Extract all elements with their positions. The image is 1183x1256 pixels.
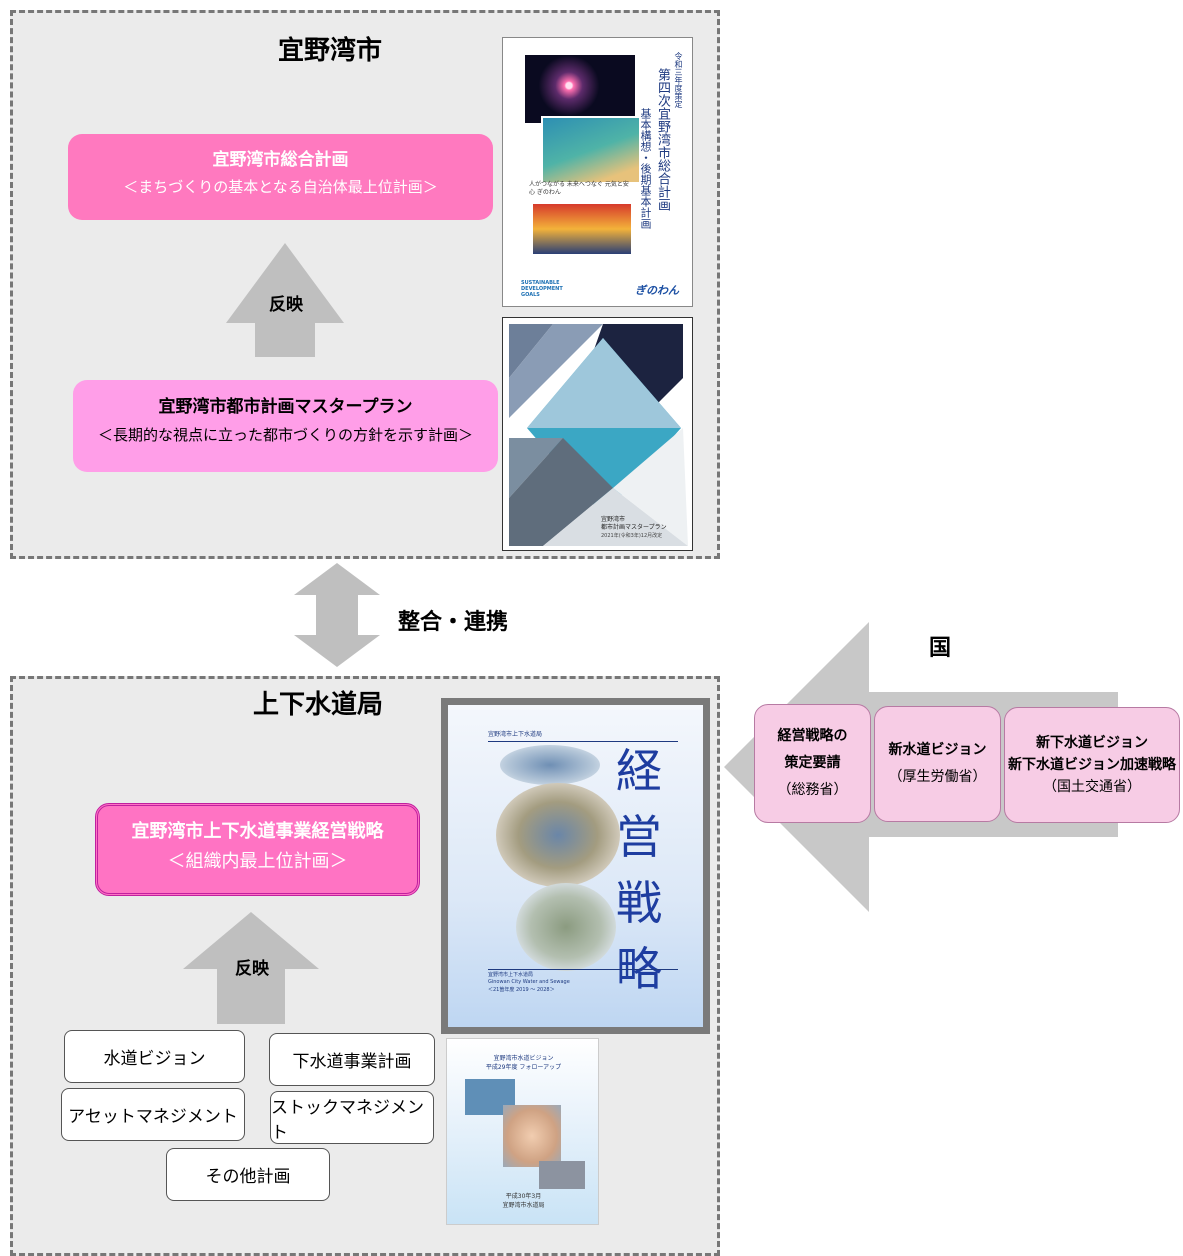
coral-photo bbox=[541, 116, 641, 184]
cover3-char-4: 略 bbox=[616, 942, 662, 996]
plan-sewer-business[interactable]: 下水道事業計画 bbox=[269, 1033, 435, 1086]
building-photo bbox=[539, 1161, 585, 1189]
cover1-vertical-title: 第四次宜野湾市総合計画 bbox=[655, 68, 670, 211]
national-box-somusho-line2: 策定要請 bbox=[784, 755, 841, 771]
cover3-footer1: 宜野湾市上下水道局 bbox=[488, 972, 534, 978]
master-plan-cover: 宜野湾市 都市計画マスタープラン 2021年(令和3年)12月改定 bbox=[502, 317, 693, 551]
national-box-somusho[interactable]: 経営戦略の 策定要請 （総務省） bbox=[754, 704, 871, 823]
national-box-mlit-sub: （国土交通省） bbox=[1043, 779, 1141, 795]
water-vision-cover: 宜野湾市水道ビジョン 平成29年度 フォローアップ 平成30年3月 宜野湾市水道… bbox=[446, 1038, 599, 1225]
plan-asset-management[interactable]: アセットマネジメント bbox=[61, 1088, 245, 1141]
baby-photo bbox=[503, 1105, 561, 1167]
cover3-footer-rule bbox=[488, 969, 678, 970]
general-plan-cover: 人がつながる 未来へつなぐ 元気と安心 ぎのわん 令和三年度策定 第四次宜野湾市… bbox=[502, 37, 693, 307]
national-title: 国 bbox=[928, 636, 951, 661]
master-plan-name: 宜野湾市都市計画マスタープラン bbox=[158, 397, 413, 417]
general-plan-box[interactable]: 宜野湾市総合計画 ＜まちづくりの基本となる自治体最上位計画＞ bbox=[68, 134, 493, 220]
plan-stock-management[interactable]: ストックマネジメント bbox=[270, 1091, 434, 1144]
national-box-mhlw-sub: （厚生労働省） bbox=[888, 769, 987, 785]
child-water-photo bbox=[496, 783, 620, 887]
strategy-cover: 宜野湾市上下水道局 経 営 戦 略 宜野湾市上下水道局 Ginowan City… bbox=[441, 698, 710, 1034]
cover3-header: 宜野湾市上下水道局 bbox=[488, 731, 543, 738]
festival-photo bbox=[533, 204, 631, 254]
fireworks-photo bbox=[525, 55, 635, 123]
ginowan-logo: ぎのわん bbox=[635, 284, 679, 297]
fountain-photo bbox=[516, 883, 616, 971]
strategy-name: 宜野湾市上下水道事業経営戦略 bbox=[131, 821, 384, 842]
national-box-somusho-line1: 経営戦略の bbox=[777, 728, 848, 744]
cover3-header-rule bbox=[488, 741, 678, 742]
link-double-arrow bbox=[294, 563, 380, 667]
sdgs-logo: SUSTAINABLE DEVELOPMENT GOALS bbox=[521, 280, 563, 298]
general-plan-name: 宜野湾市総合計画 bbox=[212, 150, 349, 170]
national-box-mhlw-line1: 新水道ビジョン bbox=[888, 742, 987, 758]
reflect-label-city: 反映 bbox=[269, 295, 303, 315]
master-plan-desc: ＜長期的な視点に立った都市づくりの方針を示す計画＞ bbox=[97, 426, 473, 444]
cover2-line1: 宜野湾市 bbox=[601, 516, 626, 523]
national-box-mlit-line1: 新下水道ビジョン bbox=[1036, 735, 1148, 751]
national-box-mhlw[interactable]: 新水道ビジョン （厚生労働省） bbox=[874, 706, 1001, 822]
reflect-arrow-city bbox=[226, 243, 344, 357]
national-box-mlit[interactable]: 新下水道ビジョン 新下水道ビジョン加速戦略 （国土交通省） bbox=[1004, 707, 1180, 823]
cover2-line2: 都市計画マスタープラン bbox=[601, 524, 667, 531]
cover4-footer1: 平成30年3月 bbox=[505, 1193, 542, 1200]
national-box-mlit-line2: 新下水道ビジョン加速戦略 bbox=[1008, 757, 1176, 773]
general-plan-desc: ＜まちづくりの基本となる自治体最上位計画＞ bbox=[123, 178, 438, 196]
national-box-somusho-sub: （総務省） bbox=[777, 782, 848, 798]
cover1-vertical-sub: 基本構想・後期基本計画 bbox=[639, 108, 652, 229]
reflect-label-bureau: 反映 bbox=[235, 959, 269, 979]
strategy-desc: ＜組織内最上位計画＞ bbox=[167, 851, 348, 872]
master-plan-cover-art bbox=[509, 324, 688, 546]
rowing-photo bbox=[500, 745, 600, 785]
cover4-title2: 平成29年度 フォローアップ bbox=[485, 1064, 562, 1071]
reflect-arrow-bureau bbox=[183, 912, 319, 1024]
cover2-line3: 2021年(令和3年)12月改定 bbox=[601, 533, 663, 539]
strategy-box[interactable]: 宜野湾市上下水道事業経営戦略 ＜組織内最上位計画＞ bbox=[95, 803, 420, 896]
cover1-vertical-small: 令和三年度策定 bbox=[674, 52, 683, 108]
cover3-char-2: 営 bbox=[616, 810, 662, 864]
plan-other[interactable]: その他計画 bbox=[166, 1148, 330, 1201]
city-title: 宜野湾市 bbox=[277, 36, 382, 66]
cover1-slogan: 人がつながる 未来へつなぐ 元気と安心 ぎのわん bbox=[529, 181, 629, 196]
link-label: 整合・連携 bbox=[398, 610, 509, 635]
plan-water-vision[interactable]: 水道ビジョン bbox=[64, 1030, 245, 1083]
bureau-title: 上下水道局 bbox=[252, 690, 383, 720]
cover4-title1: 宜野湾市水道ビジョン bbox=[493, 1055, 554, 1062]
cover4-footer2: 宜野湾市水道局 bbox=[502, 1202, 545, 1209]
cover3-footer2: Ginowan City Water and Sewage bbox=[488, 979, 570, 985]
cover3-char-1: 経 bbox=[616, 744, 662, 798]
cover3-char-3: 戦 bbox=[616, 876, 662, 930]
master-plan-box[interactable]: 宜野湾市都市計画マスタープラン ＜長期的な視点に立った都市づくりの方針を示す計画… bbox=[73, 380, 498, 472]
cover3-footer3: ＜21箇年度 2019 ～ 2028＞ bbox=[488, 987, 555, 993]
